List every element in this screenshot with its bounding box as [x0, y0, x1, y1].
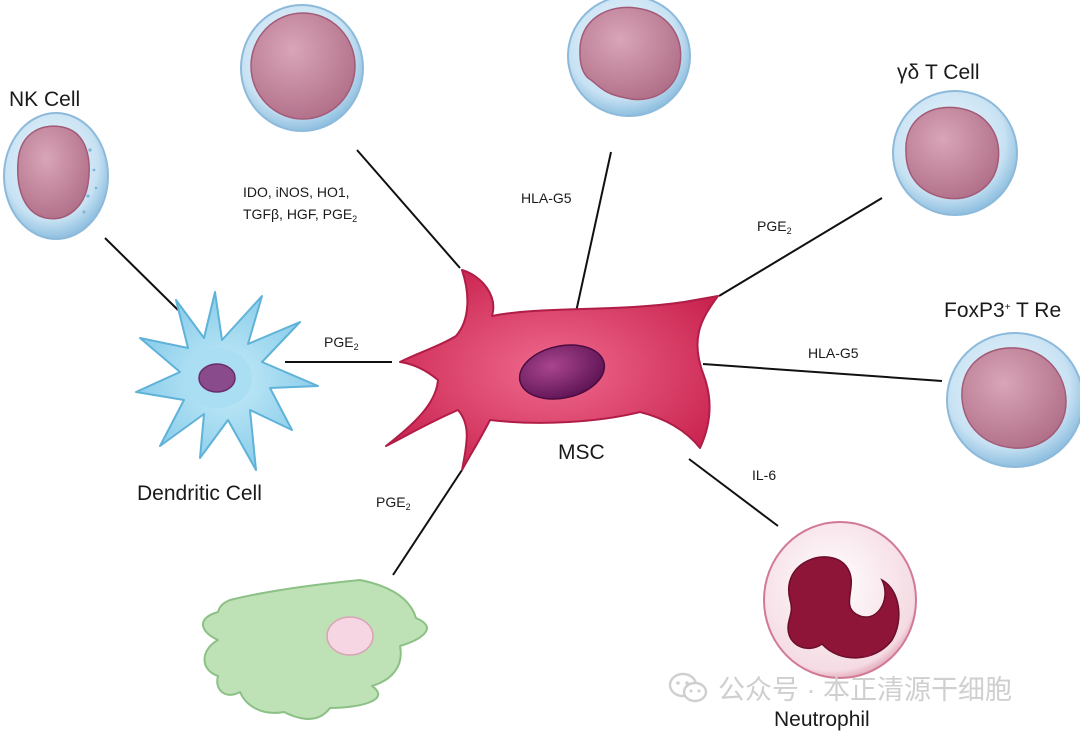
t-cell: [240, 4, 364, 132]
wechat-icon: [668, 672, 708, 702]
neutrophil-cell: [763, 521, 917, 679]
line-to-gd-t-cell: [718, 197, 883, 297]
treg-cell: [946, 332, 1080, 468]
watermark-text: 公众号 · 本正清源干细胞: [718, 675, 1012, 705]
line-to-treg-cell: [702, 363, 943, 382]
treg-label-prefix: FoxP3: [944, 299, 1005, 322]
gd-t-cell-label: γδ T Cell: [897, 61, 980, 84]
nk-cell: [3, 112, 109, 240]
hla-g5-right-label: HLA-G5: [808, 345, 859, 361]
pge2-bottom-text: PGE: [376, 494, 406, 510]
pge2-gd-sub: 2: [786, 226, 792, 236]
dendritic-cell: [135, 291, 319, 471]
treg-label-sup: +: [1004, 302, 1011, 313]
line-to-nk-cell: [104, 237, 179, 311]
hla-g5-top-label: HLA-G5: [521, 190, 572, 206]
watermark: 公众号 · 本正清源干细胞: [668, 668, 1012, 707]
macrophage-cell: [202, 579, 428, 720]
gd-t-cell: [892, 90, 1018, 216]
line-to-neutrophil: [688, 458, 779, 527]
top-lymphocyte: [567, 0, 691, 117]
t-cell-factors: IDO, iNOS, HO1, TGFβ, HGF, PGE2: [243, 181, 357, 230]
pge2-dc-text: PGE: [324, 334, 354, 350]
t-cell-factors-line2: TGFβ, HGF, PGE2: [243, 203, 357, 230]
t-cell-factors-sub: 2: [352, 214, 358, 224]
line-to-macrophage: [392, 469, 463, 576]
pge2-bottom-label: PGE2: [376, 494, 411, 512]
nk-cell-label: NK Cell: [9, 88, 81, 111]
connector-lines: [104, 149, 943, 576]
line-to-top-cell: [575, 151, 612, 313]
pge2-gd-text: PGE: [757, 218, 787, 234]
t-cell-factors-line2-text: TGFβ, HGF, PGE: [243, 206, 353, 222]
t-cell-factors-line1: IDO, iNOS, HO1,: [243, 184, 350, 200]
il6-label: IL-6: [752, 467, 777, 483]
neutrophil-label: Neutrophil: [774, 708, 870, 731]
pge2-dc-label: PGE2: [324, 334, 359, 352]
line-to-t-cell: [356, 149, 461, 269]
msc-cell: [385, 269, 719, 471]
msc-label: MSC: [558, 441, 605, 464]
dendritic-cell-label: Dendritic Cell: [137, 482, 262, 505]
pge2-gd-label: PGE2: [757, 218, 792, 236]
treg-cell-label: FoxP3+ T Re: [944, 299, 1061, 323]
pge2-dc-sub: 2: [353, 342, 359, 352]
pge2-bottom-sub: 2: [405, 502, 411, 512]
treg-label-suffix: T Re: [1010, 299, 1062, 322]
